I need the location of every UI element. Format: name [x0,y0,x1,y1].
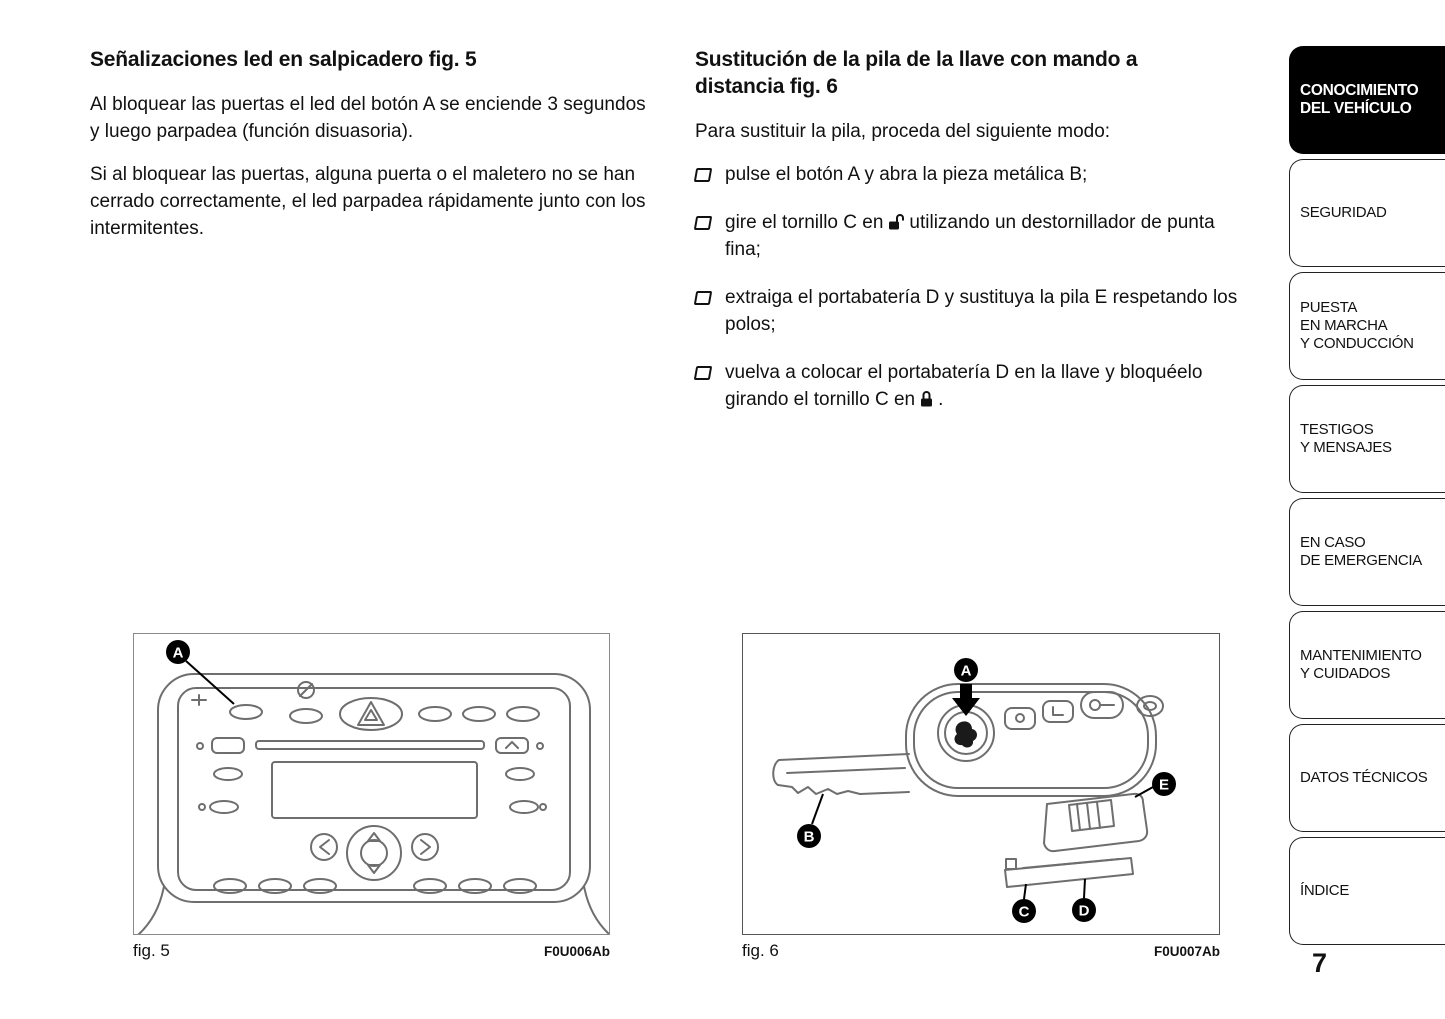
fig5-caption: fig. 5 [133,941,170,960]
list-item-text-before: gire el tornillo C en [725,212,884,233]
fig6-caption: fig. 6 [742,941,779,960]
closed-lock-icon [921,391,933,407]
list-item-text: vuelva a colocar el portabatería D en la… [725,359,1253,413]
list-item: vuelva a colocar el portabatería D en la… [693,359,1253,413]
tab-label: TESTIGOS Y MENSAJES [1300,421,1392,456]
list-item: extraiga el portabatería D y sustituya l… [693,284,1253,338]
left-paragraph-1: Al bloquear las puertas el led del botón… [90,94,646,142]
figure-6-key-drawing: A B C D E [742,633,1220,935]
tab-indice: ÍNDICE [1289,837,1445,945]
tab-label: MANTENIMIENTO Y CUIDADOS [1300,647,1422,682]
list-item: pulse el botón A y abra la pieza metálic… [693,161,1253,188]
fig6-label-a-text: A [961,663,972,680]
tab-testigos-y-mensajes: TESTIGOS Y MENSAJES [1289,385,1445,493]
tab-datos-tecnicos: DATOS TÉCNICOS [1289,724,1445,832]
tab-seguridad: SEGURIDAD [1289,159,1445,267]
fig6-label-c-text: C [1019,904,1030,921]
fig5-label-a-text: A [173,645,184,662]
left-heading: Señalizaciones led en salpicadero fig. 5 [90,48,477,71]
tab-puesta-en-marcha-y-conduccion: PUESTA EN MARCHA Y CONDUCCIÓN [1289,272,1445,380]
tab-label: CONOCIMIENTO DEL VEHÍCULO [1300,82,1419,117]
key-line-art: A B C D E [772,658,1176,923]
tab-label: DATOS TÉCNICOS [1300,769,1428,786]
fig5-caption-row: fig. 5 F0U006Ab [133,941,610,961]
fig6-label-e: E [1134,772,1176,798]
right-column: Sustitución de la pila de la llave con m… [693,46,1253,434]
fig6-code: F0U007Ab [1153,944,1220,959]
right-heading: Sustitución de la pila de la llave con m… [695,48,1138,98]
bullet-square-icon [693,291,713,305]
tab-label: ÍNDICE [1300,882,1350,899]
left-column: Señalizaciones led en salpicadero fig. 5… [90,46,652,258]
tab-en-caso-de-emergencia: EN CASO DE EMERGENCIA [1289,498,1445,606]
fig6-label-b: B [797,793,824,848]
tab-label: EN CASO DE EMERGENCIA [1300,534,1422,569]
tab-conocimiento-del-vehiculo: CONOCIMIENTO DEL VEHÍCULO [1289,46,1445,154]
fig6-label-e-text: E [1159,777,1169,794]
tab-mantenimiento-y-cuidados: MANTENIMIENTO Y CUIDADOS [1289,611,1445,719]
dashboard-line-art: A [137,640,609,934]
open-lock-icon [889,214,905,230]
figure-5-dashboard-drawing: A [133,633,610,935]
list-item-text-after: utilizando un destornillador de punta fi… [725,212,1215,260]
list-item-text: extraiga el portabatería D y sustituya l… [725,287,1238,335]
fig6-label-a: A [952,658,980,716]
bullet-square-icon [693,168,713,182]
bullet-square-icon [693,216,713,230]
tab-label: PUESTA EN MARCHA Y CONDUCCIÓN [1300,299,1414,352]
fig6-caption-row: fig. 6 F0U007Ab [742,941,1220,961]
list-item-text: pulse el botón A y abra la pieza metálic… [725,164,1088,185]
fig5-code: F0U006Ab [543,944,610,959]
instruction-list: pulse el botón A y abra la pieza metálic… [693,161,1253,413]
bullet-square-icon [693,366,713,380]
fig5-label-a: A [166,640,235,705]
tab-label: SEGURIDAD [1300,204,1387,221]
right-intro: Para sustituir la pila, proceda del sigu… [695,121,1111,142]
fig6-label-d-text: D [1079,903,1090,920]
left-paragraph-2: Si al bloquear las puertas, alguna puert… [90,164,646,239]
page-number: 7 [1312,948,1328,978]
list-item-text-after: . [938,389,944,410]
fig6-label-b-text: B [804,829,815,846]
list-item-text-before: vuelva a colocar el portabatería D en la… [725,362,1203,410]
fig6-label-c: C [1012,883,1036,923]
fig6-label-d: D [1072,878,1096,922]
